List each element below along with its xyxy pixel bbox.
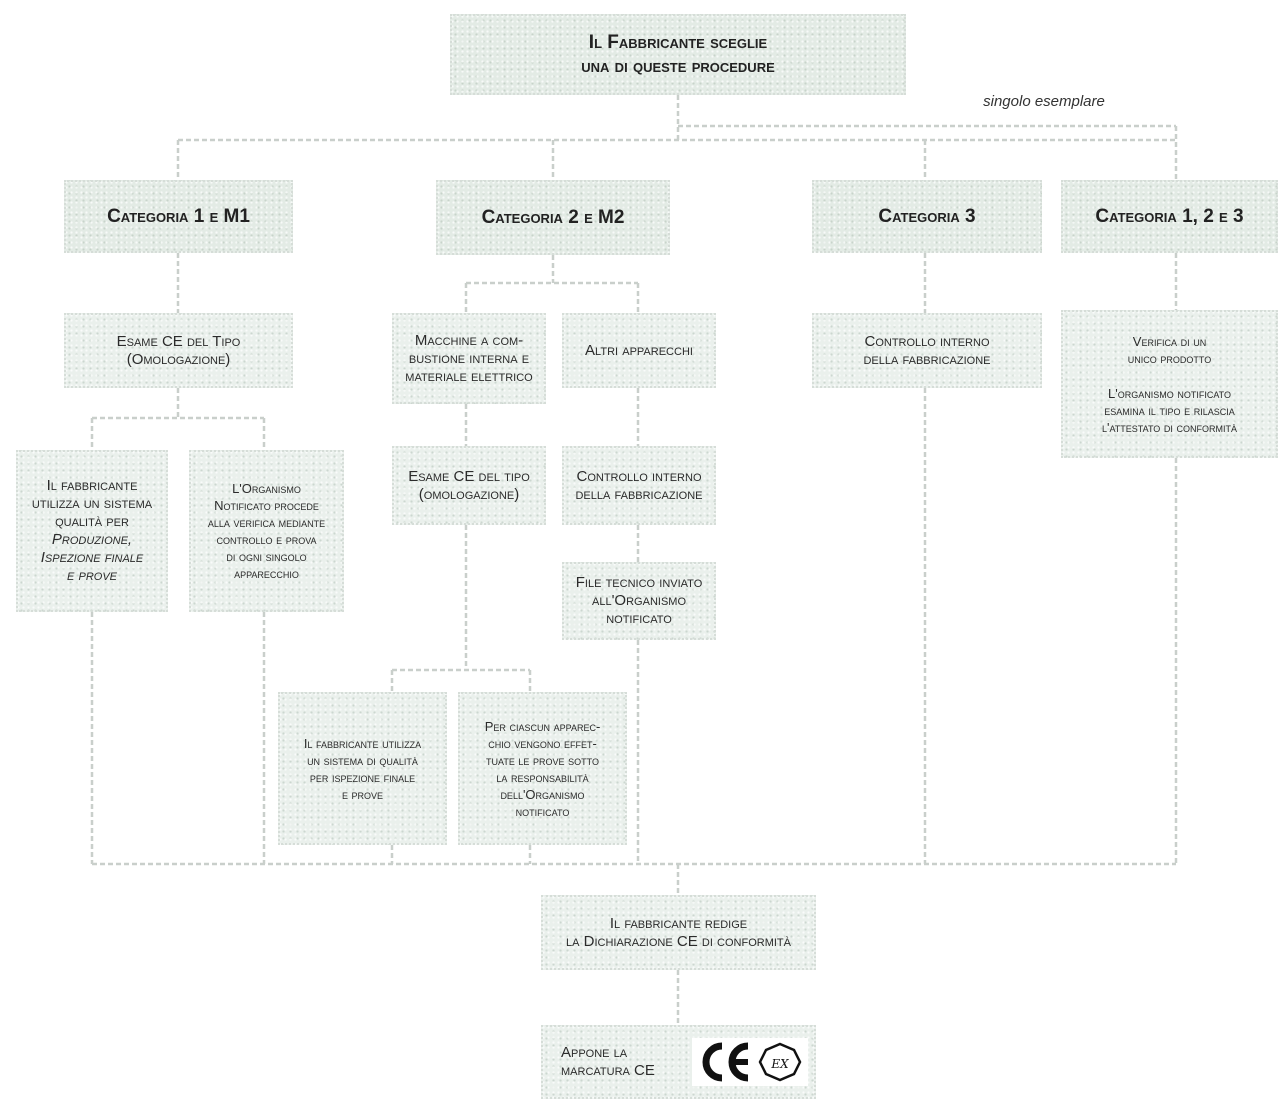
single-item-note: singolo esemplare — [960, 93, 1128, 110]
col2-file-line3: notificato — [606, 610, 672, 627]
category-3-label: Categoria 3 — [878, 205, 976, 227]
col2-qualita-line1: Il fabbricante utilizza — [303, 735, 422, 751]
col2-macchine-line3: materiale elettrico — [405, 367, 533, 385]
redige-line2: la Dichiarazione CE di conformità — [566, 932, 791, 950]
col2-altri-label: Altri apparecchi — [585, 341, 693, 359]
col1-notified-body-box: L'Organismo Notificato procede alla veri… — [189, 450, 344, 612]
col2-controllo-line1: Controllo interno — [576, 467, 702, 485]
col3-controllo-line2: della fabbricazione — [863, 350, 991, 368]
col2-prove-line3: tuate le prove sotto — [485, 752, 600, 768]
col2-prove-line6: notificato — [515, 803, 570, 819]
col4-rilascia-line2: esamina il tipo e rilascia — [1104, 402, 1235, 418]
col3-controllo-line1: Controllo interno — [864, 332, 990, 350]
col1-esame-line2: (Omologazione) — [126, 350, 231, 368]
col1-quality-line3: qualità per — [55, 513, 129, 530]
category-1-m1-label: Categoria 1 e M1 — [107, 205, 250, 227]
svg-text:εx: εx — [770, 1053, 789, 1073]
col2-internal-control-box: Controllo interno della fabbricazione — [562, 446, 716, 525]
col1-organismo-line4: controllo e prova — [216, 532, 317, 547]
ce-icon — [702, 1042, 749, 1082]
col1-quality-italic2: Ispezione finale — [40, 549, 144, 566]
col2-prove-line5: dell'Organismo — [500, 786, 585, 802]
category-2-m2: Categoria 2 e M2 — [436, 180, 670, 255]
col2-quality-system-box: Il fabbricante utilizza un sistema di qu… — [278, 692, 447, 845]
category-1-2-3: Categoria 1, 2 e 3 — [1061, 180, 1278, 253]
col1-organismo-line1: L'Organismo — [232, 481, 301, 496]
col1-organismo-line5: di ogni singolo — [226, 549, 307, 564]
category-1-2-3-label: Categoria 1, 2 e 3 — [1095, 205, 1244, 227]
declaration-of-conformity-box: Il fabbricante redige la Dichiarazione C… — [541, 895, 816, 970]
col2-technical-file-box: File tecnico inviato all'Organismo notif… — [562, 562, 716, 640]
category-1-m1: Categoria 1 e M1 — [64, 180, 293, 253]
redige-line1: Il fabbricante redige — [609, 914, 748, 932]
col1-quality-italic1: Produzione, — [51, 531, 133, 548]
appone-line1: Appone la — [561, 1044, 628, 1061]
top-title-line1: Il Fabbricante sceglie — [588, 31, 768, 53]
col1-quality-line2: utilizza un sistema — [31, 495, 153, 512]
col4-rilascia-line1: L'organismo notificato — [1108, 385, 1231, 401]
col2-esame-line1: Esame CE del tipo — [408, 467, 530, 485]
col2-qualita-line2: un sistema di qualità — [307, 752, 418, 768]
col1-quality-line1: Il fabbricante — [46, 477, 138, 494]
col1-esame-ce-box: Esame CE del Tipo (Omologazione) — [64, 313, 293, 388]
ce-marking-box: Appone la marcatura CE εx — [541, 1025, 816, 1099]
col1-quality-system-box: Il fabbricante utilizza un sistema quali… — [16, 450, 168, 612]
col2-other-equipment-box: Altri apparecchi — [562, 313, 716, 388]
col2-macchine-line2: bustione interna e — [408, 349, 530, 367]
col1-quality-italic3: e prove — [66, 567, 117, 584]
col2-per-unit-tests-box: Per ciascun apparec- chio vengono effet-… — [458, 692, 627, 845]
appone-text: Appone la marcatura CE — [561, 1044, 680, 1080]
col3-internal-control-box: Controllo interno della fabbricazione — [812, 313, 1042, 388]
col2-qualita-line3: per ispezione finale — [309, 769, 416, 785]
col2-combustion-engines-box: Macchine a com- bustione interna e mater… — [392, 313, 546, 404]
col2-prove-line1: Per ciascun apparec- — [484, 718, 601, 734]
ce-marks: εx — [692, 1038, 808, 1086]
col1-organismo-line6: apparecchio — [234, 566, 299, 581]
col1-organismo-line2: Notificato procede — [214, 498, 319, 513]
col4-rilascia-line3: l'attestato di conformità — [1101, 419, 1238, 435]
col4-unit-verification-box: Verifica di un unico prodotto L'organism… — [1061, 310, 1278, 458]
col2-file-line2: all'Organismo — [592, 592, 686, 609]
col2-esame-line2: (omologazione) — [418, 485, 520, 503]
col4-verifica-line1: Verifica di un — [1132, 333, 1207, 349]
col1-organismo-line3: alla verifica mediante — [207, 515, 326, 530]
col1-esame-line1: Esame CE del Tipo — [116, 332, 241, 350]
col2-file-line1: File tecnico inviato — [575, 574, 703, 591]
category-2-m2-label: Categoria 2 e M2 — [481, 206, 625, 228]
col2-prove-line4: la responsabilità — [496, 769, 589, 785]
col2-macchine-line1: Macchine a com- — [414, 331, 524, 349]
top-procedure-box: Il Fabbricante sceglie una di queste pro… — [450, 14, 906, 95]
top-title-line2: una di queste procedure — [581, 55, 775, 77]
col4-verifica-line2: unico prodotto — [1127, 350, 1212, 366]
col2-qualita-line4: e prove — [341, 786, 384, 802]
col2-esame-ce-box: Esame CE del tipo (omologazione) — [392, 446, 546, 525]
col2-controllo-line2: della fabbricazione — [575, 485, 703, 503]
category-3: Categoria 3 — [812, 180, 1042, 253]
ex-icon: εx — [758, 1042, 802, 1082]
appone-line2: marcatura CE — [561, 1062, 655, 1079]
col2-prove-line2: chio vengono effet- — [488, 735, 597, 751]
